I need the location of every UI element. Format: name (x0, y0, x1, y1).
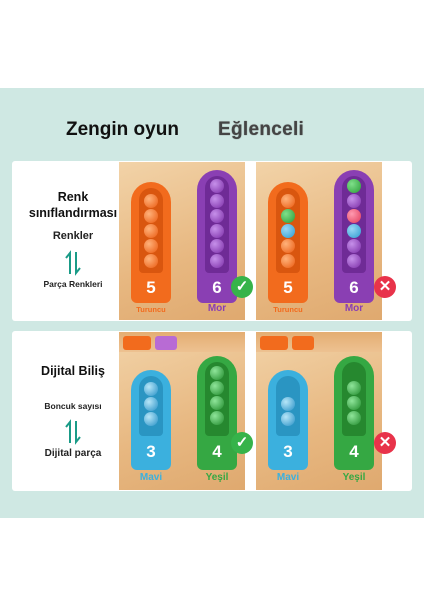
card-bottom-sub: Parça Renkleri (43, 279, 103, 289)
green-slot: 4 (197, 356, 237, 470)
green-slot: 4 (334, 356, 374, 470)
color-sorting-card: Renk sınıflandırması Renkler Parça Renkl… (12, 161, 412, 321)
slot-caption: Yeşil (205, 472, 229, 483)
digital-cognition-card: Dijital Biliş Boncuk sayısı Dijital parç… (12, 331, 412, 491)
purple-slot: 6 (334, 170, 374, 303)
orange-slot: 5 (131, 182, 171, 303)
purple-slot: 6 (197, 170, 237, 303)
up-down-arrows-icon (65, 419, 81, 445)
headline-right: Eğlenceli (218, 119, 305, 140)
blue-slot: 3 (268, 370, 308, 470)
slot-number: 5 (146, 278, 156, 297)
card-title: Dijital Biliş (41, 364, 105, 378)
slot-number: 3 (283, 442, 293, 461)
slot-caption: Mavi (276, 472, 300, 483)
blue-slot: 3 (131, 370, 171, 470)
slot-caption: Turuncu (136, 305, 166, 314)
wrong-example-panel: 5 6 Turuncu Mor (256, 162, 382, 320)
slot-number: 5 (283, 278, 293, 297)
slot-caption: Turuncu (273, 305, 303, 314)
correct-example-panel: 5 6 Turuncu Mor (119, 162, 245, 320)
slot-number: 3 (146, 442, 156, 461)
card-top-sub: Boncuk sayısı (44, 401, 102, 411)
card-bottom-sub: Dijital parça (44, 448, 102, 459)
checkmark-icon: ✓ (231, 432, 253, 454)
card-top-sub: Renkler (52, 230, 94, 242)
correct-example-panel: 3 4 Mavi Yeşil (119, 332, 245, 490)
slot-caption: Mor (207, 303, 227, 314)
slot-caption: Yeşil (342, 472, 366, 483)
slot-caption: Mavi (139, 472, 163, 483)
slot-caption: Mor (344, 303, 364, 314)
card-title: Renk sınıflandırması (28, 190, 118, 220)
orange-slot: 5 (268, 182, 308, 303)
slot-number: 4 (349, 442, 359, 461)
slot-number: 6 (212, 278, 222, 297)
cross-icon: ✕ (374, 276, 396, 298)
slot-number: 4 (212, 442, 222, 461)
wrong-example-panel: 3 4 Mavi Yeşil (256, 332, 382, 490)
slot-number: 6 (349, 278, 359, 297)
headline-left: Zengin oyun (66, 119, 179, 140)
checkmark-icon: ✓ (231, 276, 253, 298)
cross-icon: ✕ (374, 432, 396, 454)
up-down-arrows-icon (65, 250, 81, 276)
